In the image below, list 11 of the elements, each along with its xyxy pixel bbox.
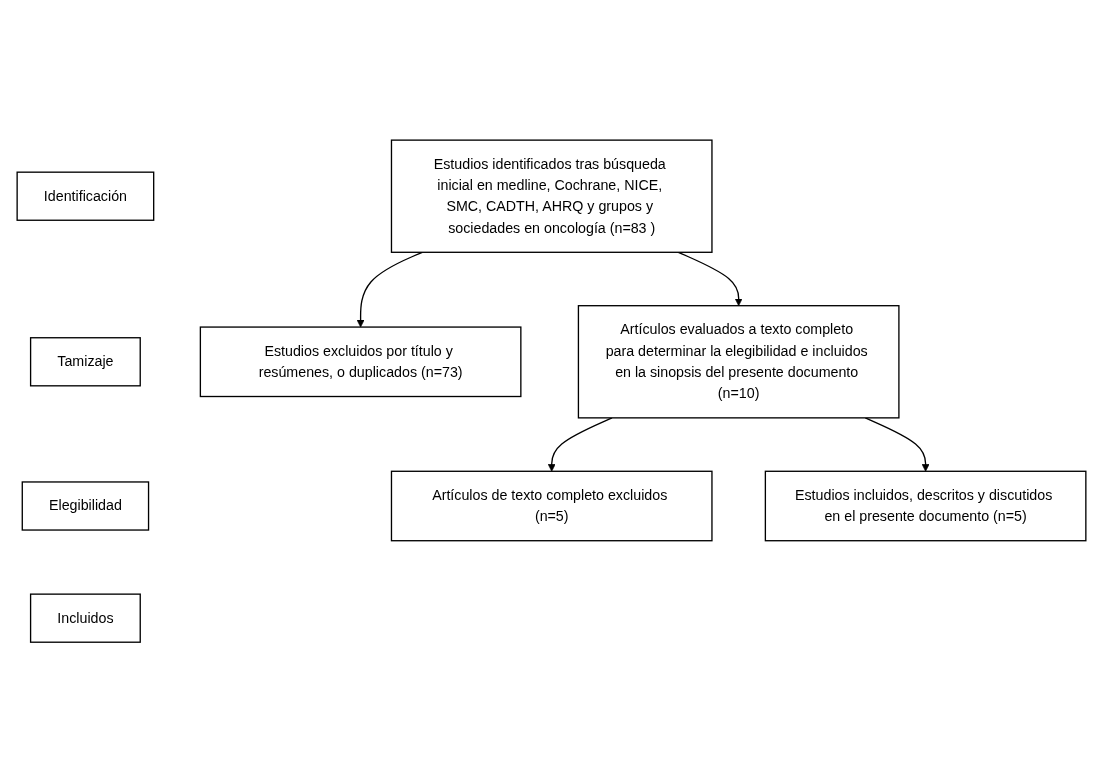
node-box: Incluidos: [29, 593, 141, 644]
arrow: [356, 251, 423, 328]
node-box: Artículos evaluados a texto completo para determinar la elegibilidad e incluidos en la sinopsis del presente documento (n=10): [577, 305, 900, 419]
node-box: Tamizaje: [29, 337, 141, 387]
node-box: Estudios identificados tras búsqueda inicial en medline, Cochrane, NICE, SMC, CADTH, AHRQ y grupos y sociedades en oncología (n=83 ): [390, 139, 713, 254]
node-box: Elegibilidad: [21, 481, 150, 532]
node-box: Artículos de texto completo excluidos (n=5): [390, 470, 713, 542]
arrow: [677, 251, 743, 307]
node-box: Identificación: [16, 171, 155, 222]
node-box: Estudios incluidos, descritos y discutidos en el presente documento (n=5): [764, 470, 1087, 542]
node-box: Estudios excluidos por título y resúmenes, o duplicados (n=73): [199, 326, 522, 398]
